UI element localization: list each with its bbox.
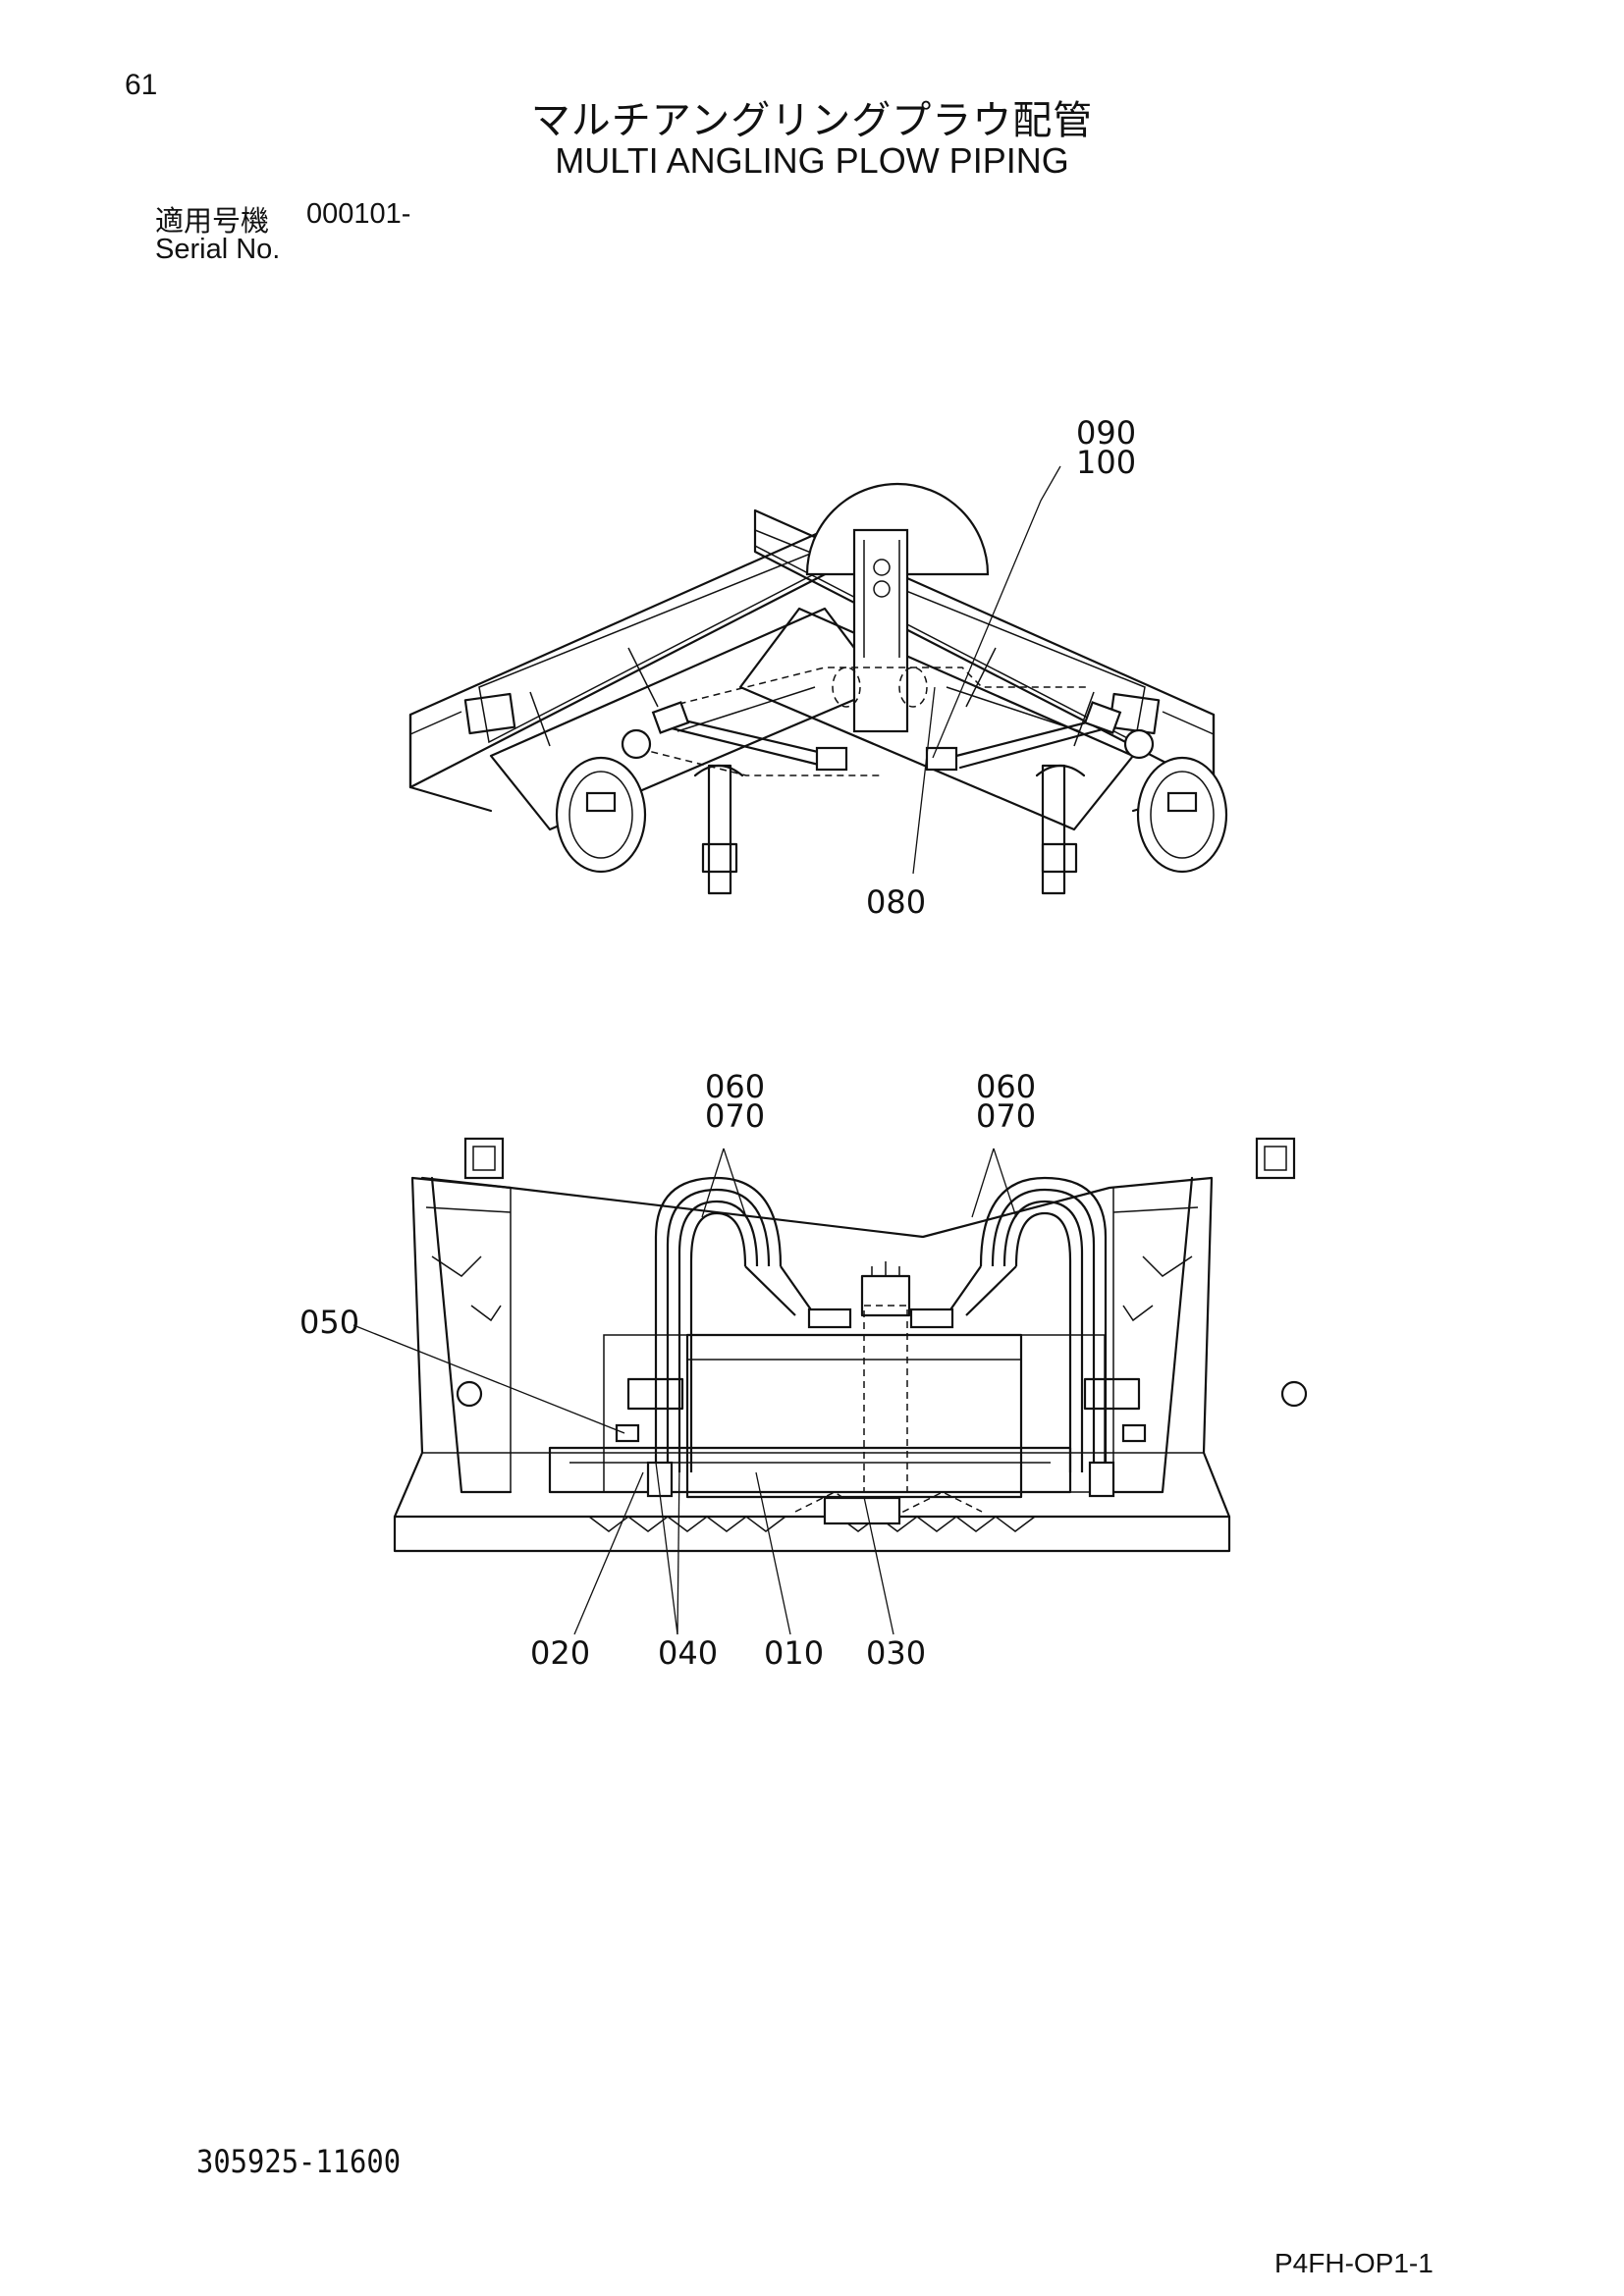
page-code: P4FH-OP1-1 — [1274, 2248, 1434, 2278]
callout-020: 020 — [530, 1634, 590, 1672]
callout-070-left: 070 — [705, 1097, 765, 1135]
callout-080: 080 — [866, 883, 926, 921]
title-japanese: マルチアングリングプラウ配管 — [530, 98, 1094, 143]
callout-100: 100 — [1076, 444, 1136, 481]
leader-lines — [352, 465, 1061, 1635]
plow-front-view — [393, 1137, 1308, 1553]
callout-060-left: 060 — [705, 1068, 765, 1105]
callout-040: 040 — [658, 1634, 718, 1672]
serial-label-english: Serial No. — [155, 234, 281, 265]
page-number: 61 — [125, 69, 158, 101]
title-english: MULTI ANGLING PLOW PIPING — [555, 140, 1069, 181]
callout-030: 030 — [866, 1634, 926, 1672]
callout-090: 090 — [1076, 414, 1136, 452]
serial-number-value: 000101- — [306, 198, 411, 230]
plow-top-view — [408, 482, 1228, 895]
callout-060-right: 060 — [976, 1068, 1036, 1105]
document-number: 305925-11600 — [196, 2143, 402, 2180]
serial-label-japanese: 適用号機 — [155, 204, 270, 238]
callout-010: 010 — [764, 1634, 824, 1672]
callout-050: 050 — [299, 1304, 359, 1341]
callout-070-right: 070 — [976, 1097, 1036, 1135]
